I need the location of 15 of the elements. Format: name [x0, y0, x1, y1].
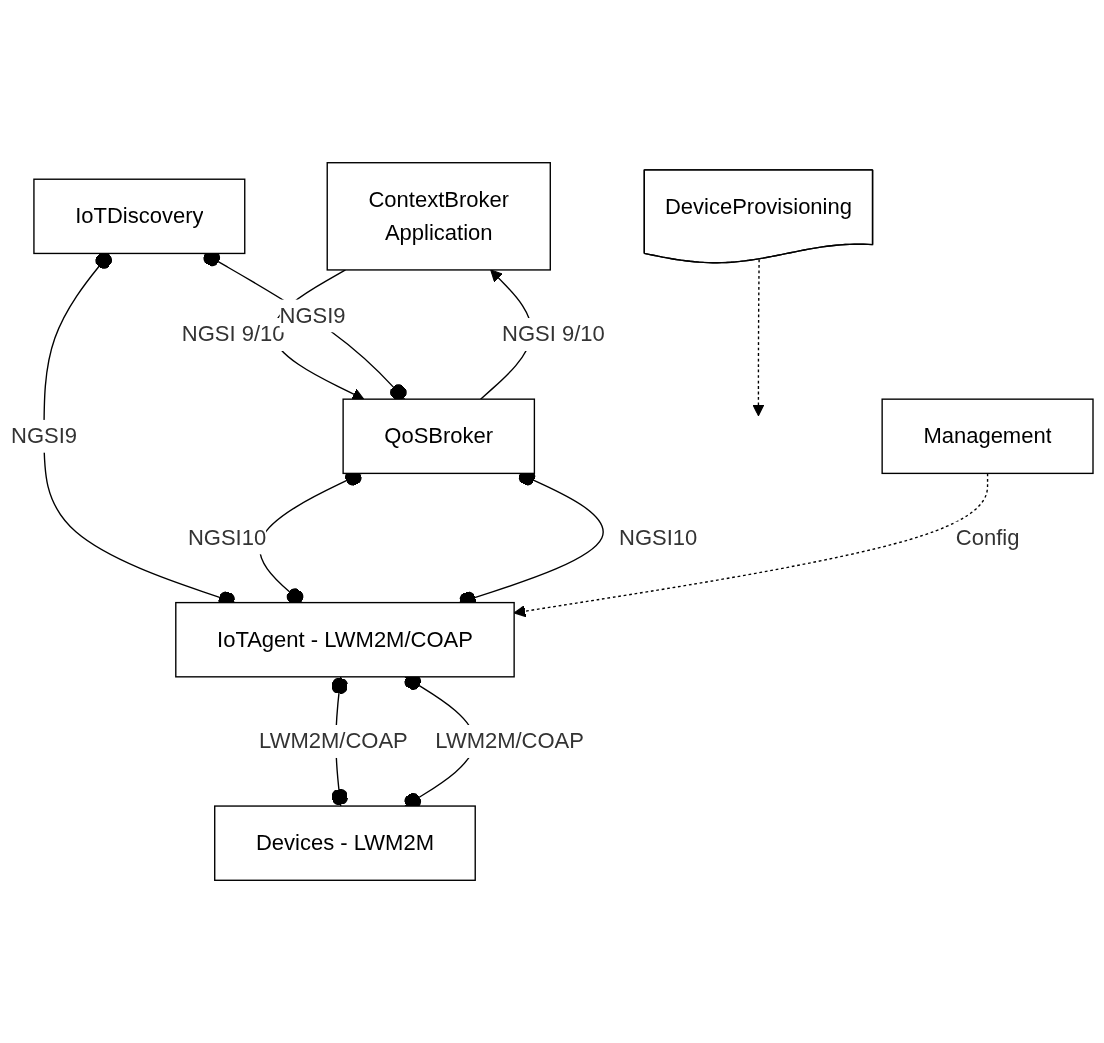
node-box: Devices - LWM2M [214, 805, 476, 881]
node-box: Management [881, 398, 1094, 475]
edge-label: LWM2M/COAP [259, 729, 408, 753]
edge-label: Config [955, 525, 1020, 549]
edge-label: NGSI9 [11, 423, 77, 448]
arrow [752, 258, 765, 417]
edge-label: NGSI10 [619, 525, 698, 549]
node-box: IoTAgent - LWM2M/COAP [175, 601, 515, 678]
edge-label: NGSI10 [187, 525, 267, 549]
edge-label: LWM2M/COAP [435, 729, 584, 753]
node-box: IoTDiscovery [33, 178, 246, 255]
node-box: ContextBroker Application [326, 162, 551, 271]
edge-label: NGSI 9/10 [502, 322, 605, 346]
node-box: QoSBroker [342, 398, 536, 475]
edge-label: NGSI9 [279, 303, 346, 327]
